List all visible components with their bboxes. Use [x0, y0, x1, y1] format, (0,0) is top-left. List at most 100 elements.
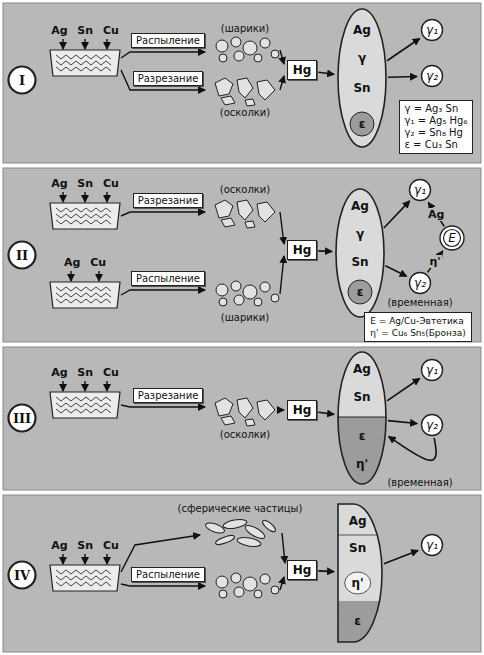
phase-circle: γ₂ — [420, 413, 444, 437]
process-box: Распыление — [131, 567, 205, 582]
node-text: Ag Sn Cu — [51, 177, 119, 190]
node-text: Разрезание — [138, 195, 199, 206]
outline — [9, 242, 36, 269]
sphere — [243, 285, 257, 299]
node-text: Ag Cu — [64, 256, 106, 269]
phase-circle: γ₁ — [420, 533, 444, 557]
process-arrow — [84, 554, 85, 564]
region — [350, 112, 374, 136]
crucible: Ag Cu — [64, 256, 106, 269]
crucible: Ag Sn Cu — [51, 539, 119, 552]
process-arrow — [121, 405, 205, 407]
caption-note: (сферические частицы) — [178, 503, 303, 514]
reaction-arrow — [384, 550, 418, 563]
node-text: I — [19, 73, 25, 88]
panel-ground — [3, 168, 481, 342]
node-text: Ag — [349, 514, 367, 528]
region — [337, 601, 383, 655]
node-text: Ag — [353, 23, 371, 37]
melt-wave — [56, 397, 111, 401]
crucible-bath — [50, 203, 120, 229]
chip — [237, 78, 253, 98]
phase-circle: γ₁ — [420, 358, 444, 382]
node-text: II — [16, 248, 28, 263]
panel-number: III — [7, 403, 37, 433]
sphere — [254, 54, 262, 62]
phase-circle: γ₂ — [420, 64, 444, 88]
reaction-arrow — [388, 421, 417, 424]
alloy-particle: AgSnεη' — [337, 351, 387, 485]
process-arrow — [280, 212, 284, 244]
arrow-label: η' — [429, 255, 442, 268]
region-border — [337, 535, 383, 536]
sphere — [219, 590, 227, 598]
process-arrow — [84, 192, 85, 202]
outline — [422, 535, 443, 556]
node-text: Sn — [351, 255, 368, 269]
node-text: Hg — [293, 243, 312, 257]
process-arrow — [280, 76, 284, 90]
crucible: Ag Sn Cu — [51, 24, 119, 37]
panel-ground — [3, 347, 481, 490]
node-text: Hg — [293, 403, 312, 417]
melt-wave — [56, 576, 111, 580]
outline — [9, 562, 36, 589]
node-text: Разрезание — [138, 390, 199, 401]
phase-circle: γ₂ — [408, 271, 432, 295]
sphere — [216, 284, 228, 296]
sphere — [254, 590, 262, 598]
crucible: Ag Sn Cu — [51, 177, 119, 190]
reaction-arrow — [388, 76, 417, 78]
caption-note: (шарики) — [221, 23, 269, 34]
sphere — [231, 281, 241, 291]
process-arrow — [280, 409, 284, 410]
spheres — [216, 37, 279, 62]
node-text: Hg — [293, 63, 312, 77]
node-text: γ = Ag₃ Sn — [405, 103, 468, 115]
chip — [257, 202, 275, 222]
chip — [245, 221, 255, 228]
outline — [9, 67, 36, 94]
process-box: Разрезание — [133, 71, 204, 86]
reaction-arrow — [318, 250, 332, 252]
crucible-bath — [50, 565, 120, 591]
melt-wave — [56, 214, 111, 218]
sphere — [243, 577, 257, 591]
process-arrow — [106, 39, 107, 49]
alloy-particle: AgγSnε — [335, 188, 385, 318]
process-arrow — [62, 39, 63, 49]
process-arrow — [84, 381, 85, 391]
process-arrow — [280, 256, 284, 294]
phase-circle: γ₁ — [408, 178, 432, 202]
sphere — [231, 573, 241, 583]
chip — [221, 218, 235, 227]
outline — [422, 360, 443, 381]
sphere — [271, 294, 279, 302]
node-text: Распыление — [136, 35, 200, 46]
caption-note: (осколки) — [220, 429, 271, 440]
melt-wave — [56, 299, 111, 303]
reaction-arrow — [384, 201, 410, 228]
outline — [338, 352, 386, 484]
sphere — [260, 574, 270, 584]
node-text: γ — [356, 227, 364, 241]
node-text: γ₂ = Sn₈ Hg — [405, 127, 468, 139]
process-arrow — [106, 381, 107, 391]
spheroids — [204, 518, 277, 548]
sphere — [219, 54, 227, 62]
process-box: Разрезание — [133, 388, 204, 403]
sphere — [234, 587, 244, 597]
node-text: Ag Sn Cu — [51, 539, 119, 552]
node-text: Распыление — [136, 273, 200, 284]
node-text: γ₁ — [426, 363, 438, 377]
outline — [422, 20, 443, 41]
process-arrow — [106, 554, 107, 564]
melt-wave — [56, 582, 111, 586]
formula-box: E = Ag/Cu-Эвтетикаη' = Cu₆ Sn₅(Бронза) — [364, 312, 472, 342]
alloy-particle: AgγSnε — [337, 8, 387, 148]
chip — [245, 419, 255, 426]
node-text: γ₁ = Ag₅ Hg₆ — [405, 115, 468, 127]
mercury-box: Hg — [287, 400, 318, 420]
sphere — [219, 298, 227, 306]
